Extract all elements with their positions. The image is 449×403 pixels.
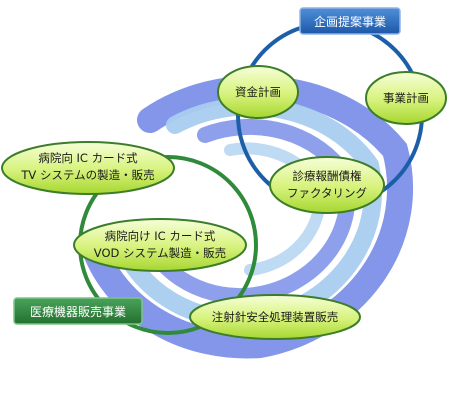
node-fund-plan-label: 資金計画 xyxy=(235,85,281,99)
node-fund-plan: 資金計画 xyxy=(217,65,299,119)
node-injection-device-label: 注射針安全処理装置販売 xyxy=(212,310,339,324)
node-factoring: 診療報酬債権 ファクタリング xyxy=(269,156,385,214)
node-vod-system-line1: 病院向け IC カード式 xyxy=(105,229,216,243)
node-factoring-line1: 診療報酬債権 xyxy=(293,169,362,183)
medical-sales-label: 医療機器販売事業 xyxy=(13,297,143,325)
swirl-ring-inner xyxy=(137,118,356,305)
node-tv-system-line2: TV システムの製造・販売 xyxy=(20,168,154,182)
node-vod-system: 病院向け IC カード式 VOD システム製造・販売 xyxy=(73,218,247,272)
planning-business-label: 企画提案事業 xyxy=(299,7,401,35)
node-injection-device: 注射針安全処理装置販売 xyxy=(189,294,361,340)
node-factoring-line2: ファクタリング xyxy=(287,186,368,200)
planning-business-label-text: 企画提案事業 xyxy=(314,14,386,29)
node-tv-system-line1: 病院向 IC カード式 xyxy=(38,151,138,165)
node-tv-system: 病院向 IC カード式 TV システムの製造・販売 xyxy=(1,141,175,195)
medical-sales-label-text: 医療機器販売事業 xyxy=(30,304,126,319)
node-vod-system-line2: VOD システム製造・販売 xyxy=(94,246,226,260)
node-business-plan: 事業計画 xyxy=(365,71,447,125)
node-business-plan-label: 事業計画 xyxy=(383,91,429,105)
